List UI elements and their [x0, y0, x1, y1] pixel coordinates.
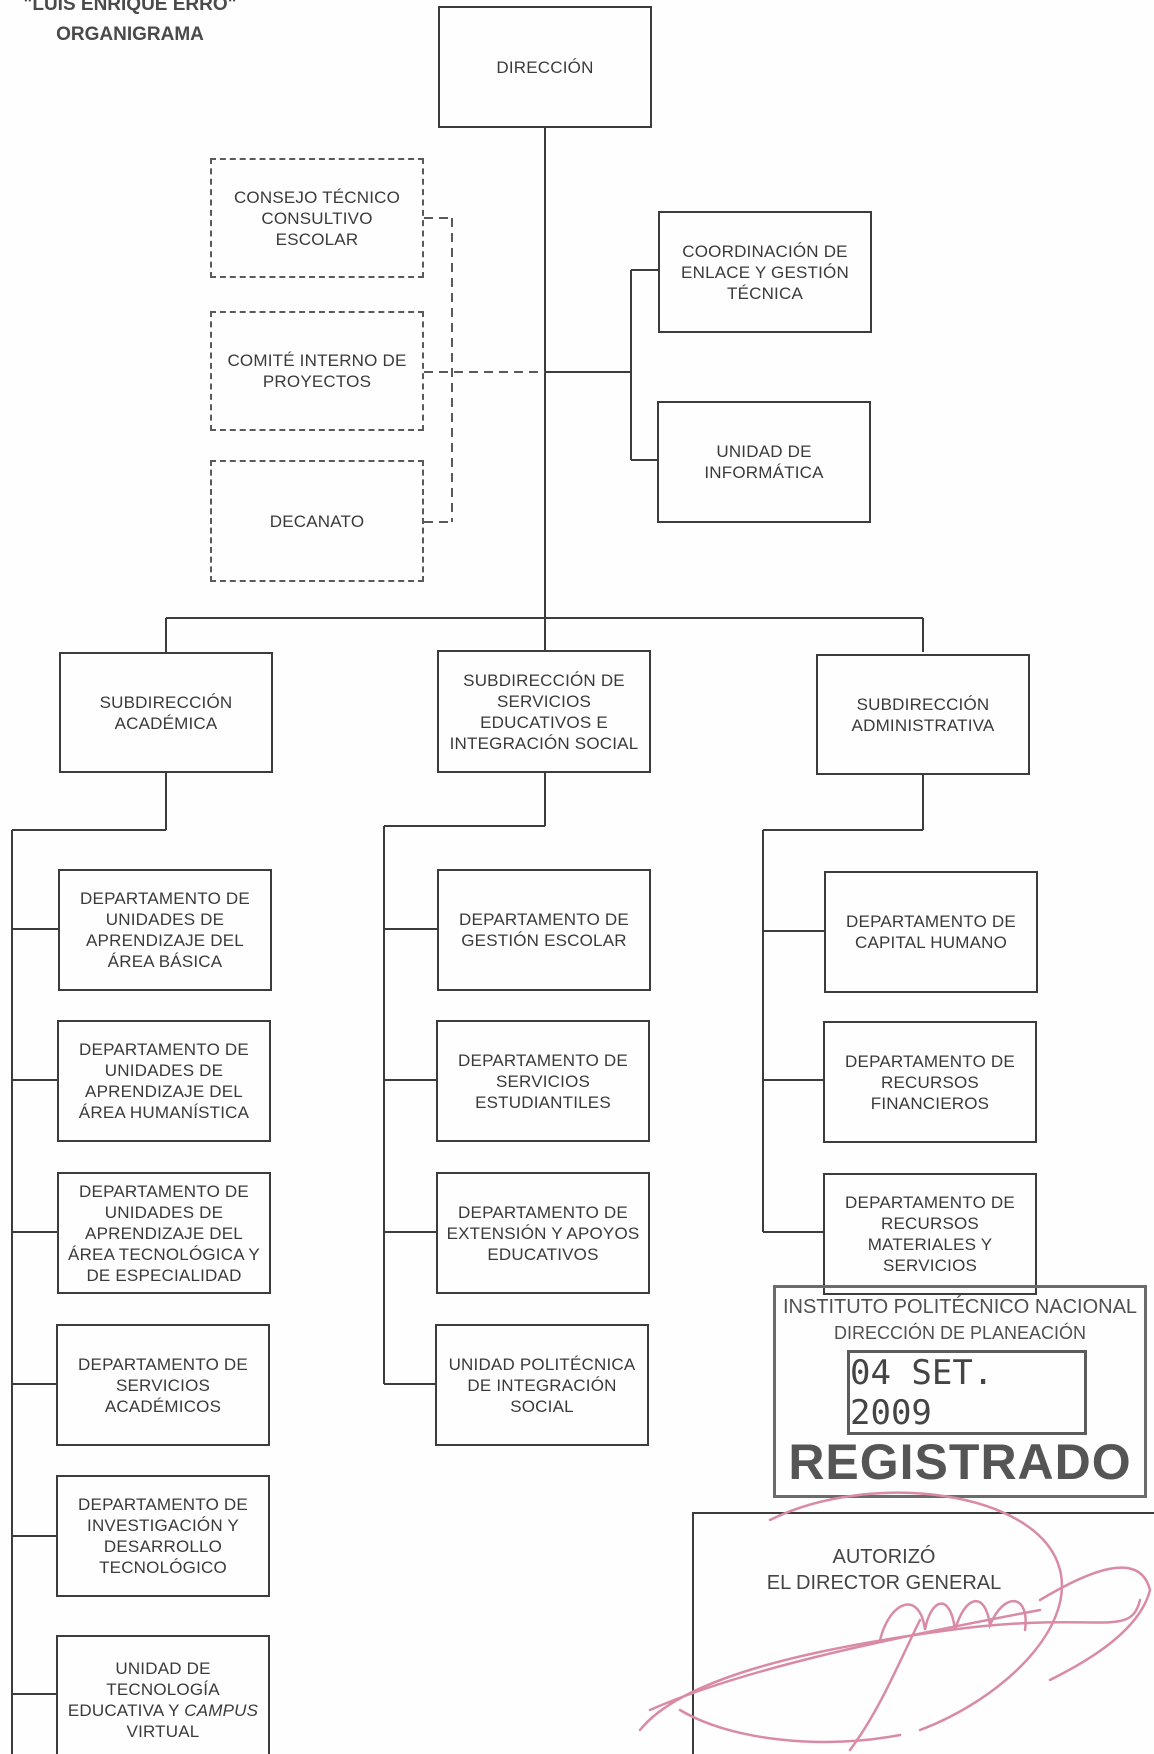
node-label: CAPITAL HUMANO	[854, 933, 1008, 952]
node-label: COMITÉ INTERNO DE	[227, 351, 407, 370]
node-label: ÁREA HUMANÍSTICA	[78, 1103, 250, 1122]
node-label: DEPARTAMENTO DE	[846, 912, 1016, 931]
node-label: COORDINACIÓN DE	[682, 241, 848, 261]
authorization-box: AUTORIZÓ EL DIRECTOR GENERAL	[692, 1512, 1154, 1754]
node-label: SERVICIOS	[496, 691, 592, 711]
node-label: DEPARTAMENTO DE	[458, 1202, 628, 1222]
node-label: UNIDAD DE	[115, 1659, 211, 1678]
node-label: DECANATO	[269, 511, 365, 531]
node-label: ÁREA BÁSICA	[107, 952, 223, 971]
node-label: EXTENSIÓN Y APOYOS	[446, 1223, 640, 1243]
node-label: DEPARTAMENTO DE	[845, 1051, 1015, 1071]
node-label: DE ESPECIALIDAD	[86, 1265, 242, 1285]
node-label: PROYECTOS	[262, 372, 372, 391]
chart-title: ORGANIGRAMA	[56, 24, 204, 45]
node-label: SUBDIRECCIÓN	[99, 692, 233, 712]
node-label: TECNOLÓGICO	[99, 1558, 227, 1577]
stamp-institution: INSTITUTO POLITÉCNICO NACIONAL	[782, 1296, 1138, 1318]
authorization-signer: EL DIRECTOR GENERAL	[766, 1572, 1002, 1594]
node-label: MATERIALES Y	[867, 1235, 993, 1254]
node-label: ACADÉMICOS	[104, 1396, 222, 1416]
node-label: TÉCNICA	[726, 283, 804, 303]
node-label: ENLACE Y GESTIÓN	[681, 262, 849, 282]
node-label: EDUCATIVA Y CAMPUS	[67, 1701, 259, 1720]
node-label: DEPARTAMENTO DE	[78, 1495, 248, 1514]
node-label: ADMINISTRATIVA	[851, 715, 995, 735]
node-label: EDUCATIVOS	[487, 1244, 599, 1264]
node-label: ÁREA TECNOLÓGICA Y	[68, 1244, 260, 1264]
node-label: UNIDADES DE	[104, 1061, 224, 1080]
node-label: FINANCIEROS	[870, 1093, 990, 1113]
node-label: SUBDIRECCIÓN DE	[463, 670, 625, 690]
node-label: INVESTIGACIÓN Y	[87, 1516, 239, 1535]
node-label: UNIDAD DE	[716, 442, 812, 461]
node-label: SOCIAL	[510, 1396, 574, 1416]
node-label: DEPARTAMENTO DE	[458, 1050, 628, 1070]
node-decanato: DECANATO	[210, 460, 424, 582]
stamp-status: REGISTRADO	[788, 1434, 1132, 1490]
node-dep-capital-humano: DEPARTAMENTO DE CAPITAL HUMANO	[824, 871, 1038, 993]
node-label: ESTUDIANTILES	[475, 1092, 611, 1112]
node-label: APRENDIZAJE DEL	[85, 1082, 243, 1101]
node-comite-interno: COMITÉ INTERNO DE PROYECTOS	[210, 311, 424, 431]
node-label: ACADÉMICA	[114, 713, 218, 733]
signature-icon	[638, 1491, 1152, 1752]
node-label: UNIDAD POLITÉCNICA	[448, 1354, 636, 1374]
node-label: DEPARTAMENTO DE	[79, 1040, 249, 1059]
node-dep-area-humanistica: DEPARTAMENTO DE UNIDADES DE APRENDIZAJE DE…	[57, 1020, 271, 1142]
node-label: CONSEJO TÉCNICO	[233, 187, 401, 207]
node-label: RECURSOS	[881, 1072, 979, 1092]
node-dep-gestion-escolar: DEPARTAMENTO DE GESTIÓN ESCOLAR	[437, 869, 651, 991]
node-label: DESARROLLO	[103, 1537, 223, 1556]
node-label: EDUCATIVOS E	[480, 712, 608, 732]
stamp-date: 04 SET. 2009	[847, 1350, 1087, 1435]
node-label: INFORMÁTICA	[704, 463, 824, 482]
node-label: GESTIÓN ESCOLAR	[461, 931, 627, 950]
node-label: APRENDIZAJE DEL	[85, 1223, 243, 1243]
node-label: SERVICIOS	[115, 1375, 211, 1395]
node-unidad-informatica: UNIDAD DE INFORMÁTICA	[657, 401, 871, 523]
node-label: DEPARTAMENTO DE	[459, 910, 629, 929]
node-dep-area-basica: DEPARTAMENTO DE UNIDADES DE APRENDIZAJE DE…	[58, 869, 272, 991]
authorization-label: AUTORIZÓ	[832, 1546, 936, 1568]
node-label: SERVICIOS	[495, 1071, 591, 1091]
node-label: DIRECCIÓN	[496, 57, 594, 77]
node-label: DE INTEGRACIÓN	[467, 1375, 617, 1395]
institution-name: "LUIS ENRIQUE ERRO"	[23, 0, 237, 15]
node-label: DEPARTAMENTO DE	[80, 889, 250, 908]
node-label: INTEGRACIÓN SOCIAL	[449, 733, 639, 753]
node-direccion: DIRECCIÓN	[438, 6, 652, 128]
node-label: DEPARTAMENTO DE	[79, 1181, 249, 1201]
stamp-department: DIRECCIÓN DE PLANEACIÓN	[833, 1323, 1087, 1343]
node-dep-investigacion: DEPARTAMENTO DE INVESTIGACIÓN Y DESARROLLO…	[56, 1475, 270, 1597]
node-label: UNIDADES DE	[105, 910, 225, 929]
registration-stamp: INSTITUTO POLITÉCNICO NACIONAL DIRECCIÓN…	[773, 1285, 1147, 1498]
node-label: SERVICIOS	[882, 1256, 978, 1275]
node-label: CONSULTIVO ESCOLAR	[261, 208, 373, 249]
node-label: RECURSOS	[881, 1214, 979, 1233]
node-label: VIRTUAL	[126, 1722, 200, 1741]
node-label: DEPARTAMENTO DE	[78, 1354, 248, 1374]
node-label: TECNOLOGÍA	[106, 1680, 220, 1699]
node-label: UNIDADES DE	[104, 1202, 224, 1222]
node-label: DEPARTAMENTO DE	[845, 1193, 1015, 1212]
node-label: SUBDIRECCIÓN	[856, 694, 990, 714]
node-unidad-tecnologia-educativa: UNIDAD DE TECNOLOGÍA EDUCATIVA Y CAMPUS VIR…	[56, 1635, 270, 1754]
node-label: APRENDIZAJE DEL	[86, 931, 244, 950]
node-dep-recursos-materiales: DEPARTAMENTO DE RECURSOS MATERIALES Y SERVI…	[823, 1173, 1037, 1295]
